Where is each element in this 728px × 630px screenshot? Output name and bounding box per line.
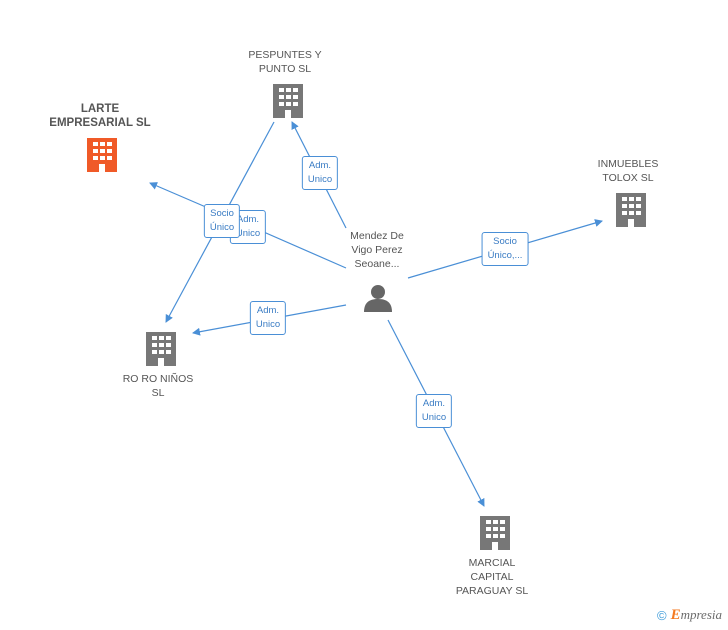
node-label-mendez[interactable]: Mendez De Vigo Perez Seoane...: [350, 230, 404, 270]
edge-label-adm-pespuntes: Adm. Unico: [301, 156, 339, 190]
node-label-marcial[interactable]: MARCIAL CAPITAL PARAGUAY SL: [455, 557, 529, 597]
building-icon[interactable]: [273, 84, 303, 118]
node-label-pespuntes[interactable]: PESPUNTES Y PUNTO SL: [248, 49, 322, 75]
node-label-larte[interactable]: LARTE EMPRESARIAL SL: [49, 103, 151, 129]
person-icon[interactable]: [364, 285, 392, 312]
edge-label-adm-roro: Adm. Unico: [249, 301, 287, 335]
building-icon[interactable]: [616, 193, 646, 227]
building-icon-highlight[interactable]: [87, 138, 117, 172]
footer-brand: © Empresia: [657, 607, 722, 624]
brand-logo-text: mpresia: [680, 607, 722, 622]
edge-label-socio-inmuebles: Socio Único,...: [481, 232, 529, 266]
node-label-inmuebles[interactable]: INMUEBLES TOLOX SL: [597, 158, 659, 184]
brand-logo-initial: E: [670, 607, 681, 623]
building-icon[interactable]: [480, 516, 510, 550]
copyright-symbol: ©: [656, 608, 667, 623]
node-label-roro[interactable]: RO RO NIÑOS SL: [122, 373, 194, 399]
edge-label-adm-marcial: Adm. Unico: [415, 394, 453, 428]
edge-label-socio-larte: Socio Único: [203, 204, 241, 238]
building-icon[interactable]: [146, 332, 176, 366]
